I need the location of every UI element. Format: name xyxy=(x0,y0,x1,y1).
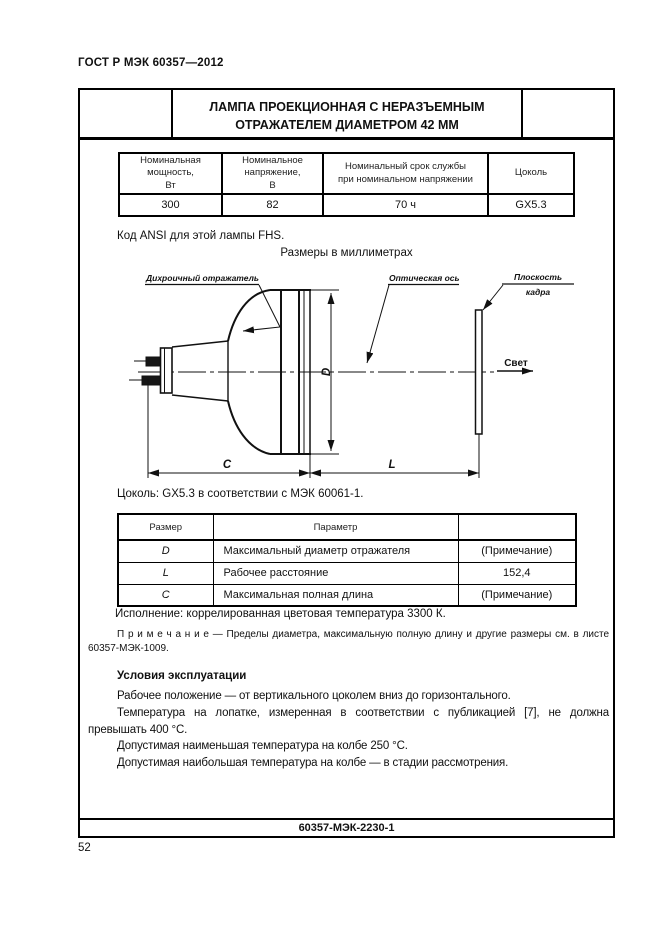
title-band-right-cell xyxy=(521,90,613,137)
light-label: Свет xyxy=(504,358,528,369)
paragraph-min-bulb-temp: Допустимая наименьшая температура на кол… xyxy=(117,740,408,753)
size-parameter: Рабочее расстояние xyxy=(212,561,459,585)
note-label: П р и м е ч а н и е xyxy=(117,629,209,640)
size-value: (Примечание) xyxy=(457,539,577,563)
frame-plane-leader xyxy=(482,284,504,311)
ratings-data-row: 300 82 70 ч GX5.3 xyxy=(118,193,575,217)
execution-line: Исполнение: коррелированная цветовая тем… xyxy=(115,608,446,620)
ratings-col-power: Номинальная мощность, Вт xyxy=(118,152,223,195)
frame-plane-shape xyxy=(474,309,483,435)
size-table: Размер Параметр D Максимальный диаметр о… xyxy=(117,513,577,607)
operating-paragraphs: Рабочее положение — от вертикального цок… xyxy=(88,688,609,772)
size-table-header-row: Размер Параметр xyxy=(117,513,577,541)
size-symbol: C xyxy=(117,583,214,607)
dim-d-label: D xyxy=(321,368,333,376)
ratings-life-value: 70 ч xyxy=(322,193,489,217)
ratings-col-life: Номинальный срок службы при номинальном … xyxy=(322,152,489,195)
ratings-table: Номинальная мощность, Вт Номинальное нап… xyxy=(118,152,575,217)
size-row-l: L Рабочее расстояние 152,4 xyxy=(117,561,577,585)
ratings-col-cap: Цоколь xyxy=(487,152,575,195)
frame-plane-label-line2: кадра xyxy=(526,287,551,297)
optical-axis-leader xyxy=(366,284,390,364)
size-col-value xyxy=(457,513,577,541)
doc-standard-number: ГОСТ Р МЭК 60357—2012 xyxy=(78,57,224,69)
page-number: 52 xyxy=(78,842,91,854)
lamp-title: ЛАМПА ПРОЕКЦИОННАЯ С НЕРАЗЪЕМНЫМ ОТРАЖАТ… xyxy=(173,90,521,137)
title-band: ЛАМПА ПРОЕКЦИОННАЯ С НЕРАЗЪЕМНЫМ ОТРАЖАТ… xyxy=(80,90,613,140)
note-text: — Пределы диаметра, максимальную полную … xyxy=(88,629,610,654)
frame-plane-label-line1: Плоскость xyxy=(514,272,562,282)
dimension-d xyxy=(311,289,339,455)
size-col-parameter: Параметр xyxy=(212,513,459,541)
size-col-symbol: Размер xyxy=(117,513,214,541)
paragraph-blade-temp: Температура на лопатке, измеренная в соо… xyxy=(88,706,609,736)
sheet-code-band: 60357-МЭК-2230-1 xyxy=(80,818,613,836)
lamp-title-line1: ЛАМПА ПРОЕКЦИОННАЯ С НЕРАЗЪЕМНЫМ xyxy=(209,100,485,114)
note-paragraph: П р и м е ч а н и е — Пределы диаметра, … xyxy=(88,628,609,655)
ratings-header-row: Номинальная мощность, Вт Номинальное нап… xyxy=(118,152,575,195)
size-value: 152,4 xyxy=(457,561,577,585)
dimension-c-l xyxy=(147,379,480,478)
lamp-dimension-drawing: D C L Свет Дихроичный отражатель Оптичес… xyxy=(129,272,574,478)
sheet-frame: ЛАМПА ПРОЕКЦИОННАЯ С НЕРАЗЪЕМНЫМ ОТРАЖАТ… xyxy=(78,88,615,838)
ratings-power-value: 300 xyxy=(118,193,223,217)
size-row-d: D Максимальный диаметр отражателя (Приме… xyxy=(117,539,577,563)
reflector-label: Дихроичный отражатель xyxy=(145,273,259,283)
dimensions-caption: Размеры в миллиметрах xyxy=(280,247,413,259)
size-row-c: C Максимальная полная длина (Примечание) xyxy=(117,583,577,607)
dim-l-label: L xyxy=(388,459,395,471)
lamp-outline xyxy=(129,289,311,455)
paragraph-max-bulb-temp: Допустимая наибольшая температура на кол… xyxy=(117,757,509,770)
size-parameter: Максимальная полная длина xyxy=(212,583,459,607)
size-value: (Примечание) xyxy=(457,583,577,607)
reflector-leader xyxy=(242,284,281,334)
ratings-voltage-value: 82 xyxy=(221,193,324,217)
ansi-code-line: Код ANSI для этой лампы FHS. xyxy=(117,230,285,242)
cap-spec-line: Цоколь: GX5.3 в соответствии с МЭК 60061… xyxy=(117,488,364,500)
optical-axis-label: Оптическая ось xyxy=(389,273,460,283)
size-symbol: D xyxy=(117,539,214,563)
size-parameter: Максимальный диаметр отражателя xyxy=(212,539,459,563)
ratings-cap-value: GX5.3 xyxy=(487,193,575,217)
operating-conditions-heading: Условия эксплуатации xyxy=(117,670,247,682)
title-band-left-cell xyxy=(80,90,173,137)
size-symbol: L xyxy=(117,561,214,585)
paragraph-position: Рабочее положение — от вертикального цок… xyxy=(117,690,511,702)
lamp-title-line2: ОТРАЖАТЕЛЕМ ДИАМЕТРОМ 42 ММ xyxy=(235,118,459,132)
dim-c-label: C xyxy=(223,459,232,471)
ratings-col-voltage: Номинальное напряжение, В xyxy=(221,152,324,195)
